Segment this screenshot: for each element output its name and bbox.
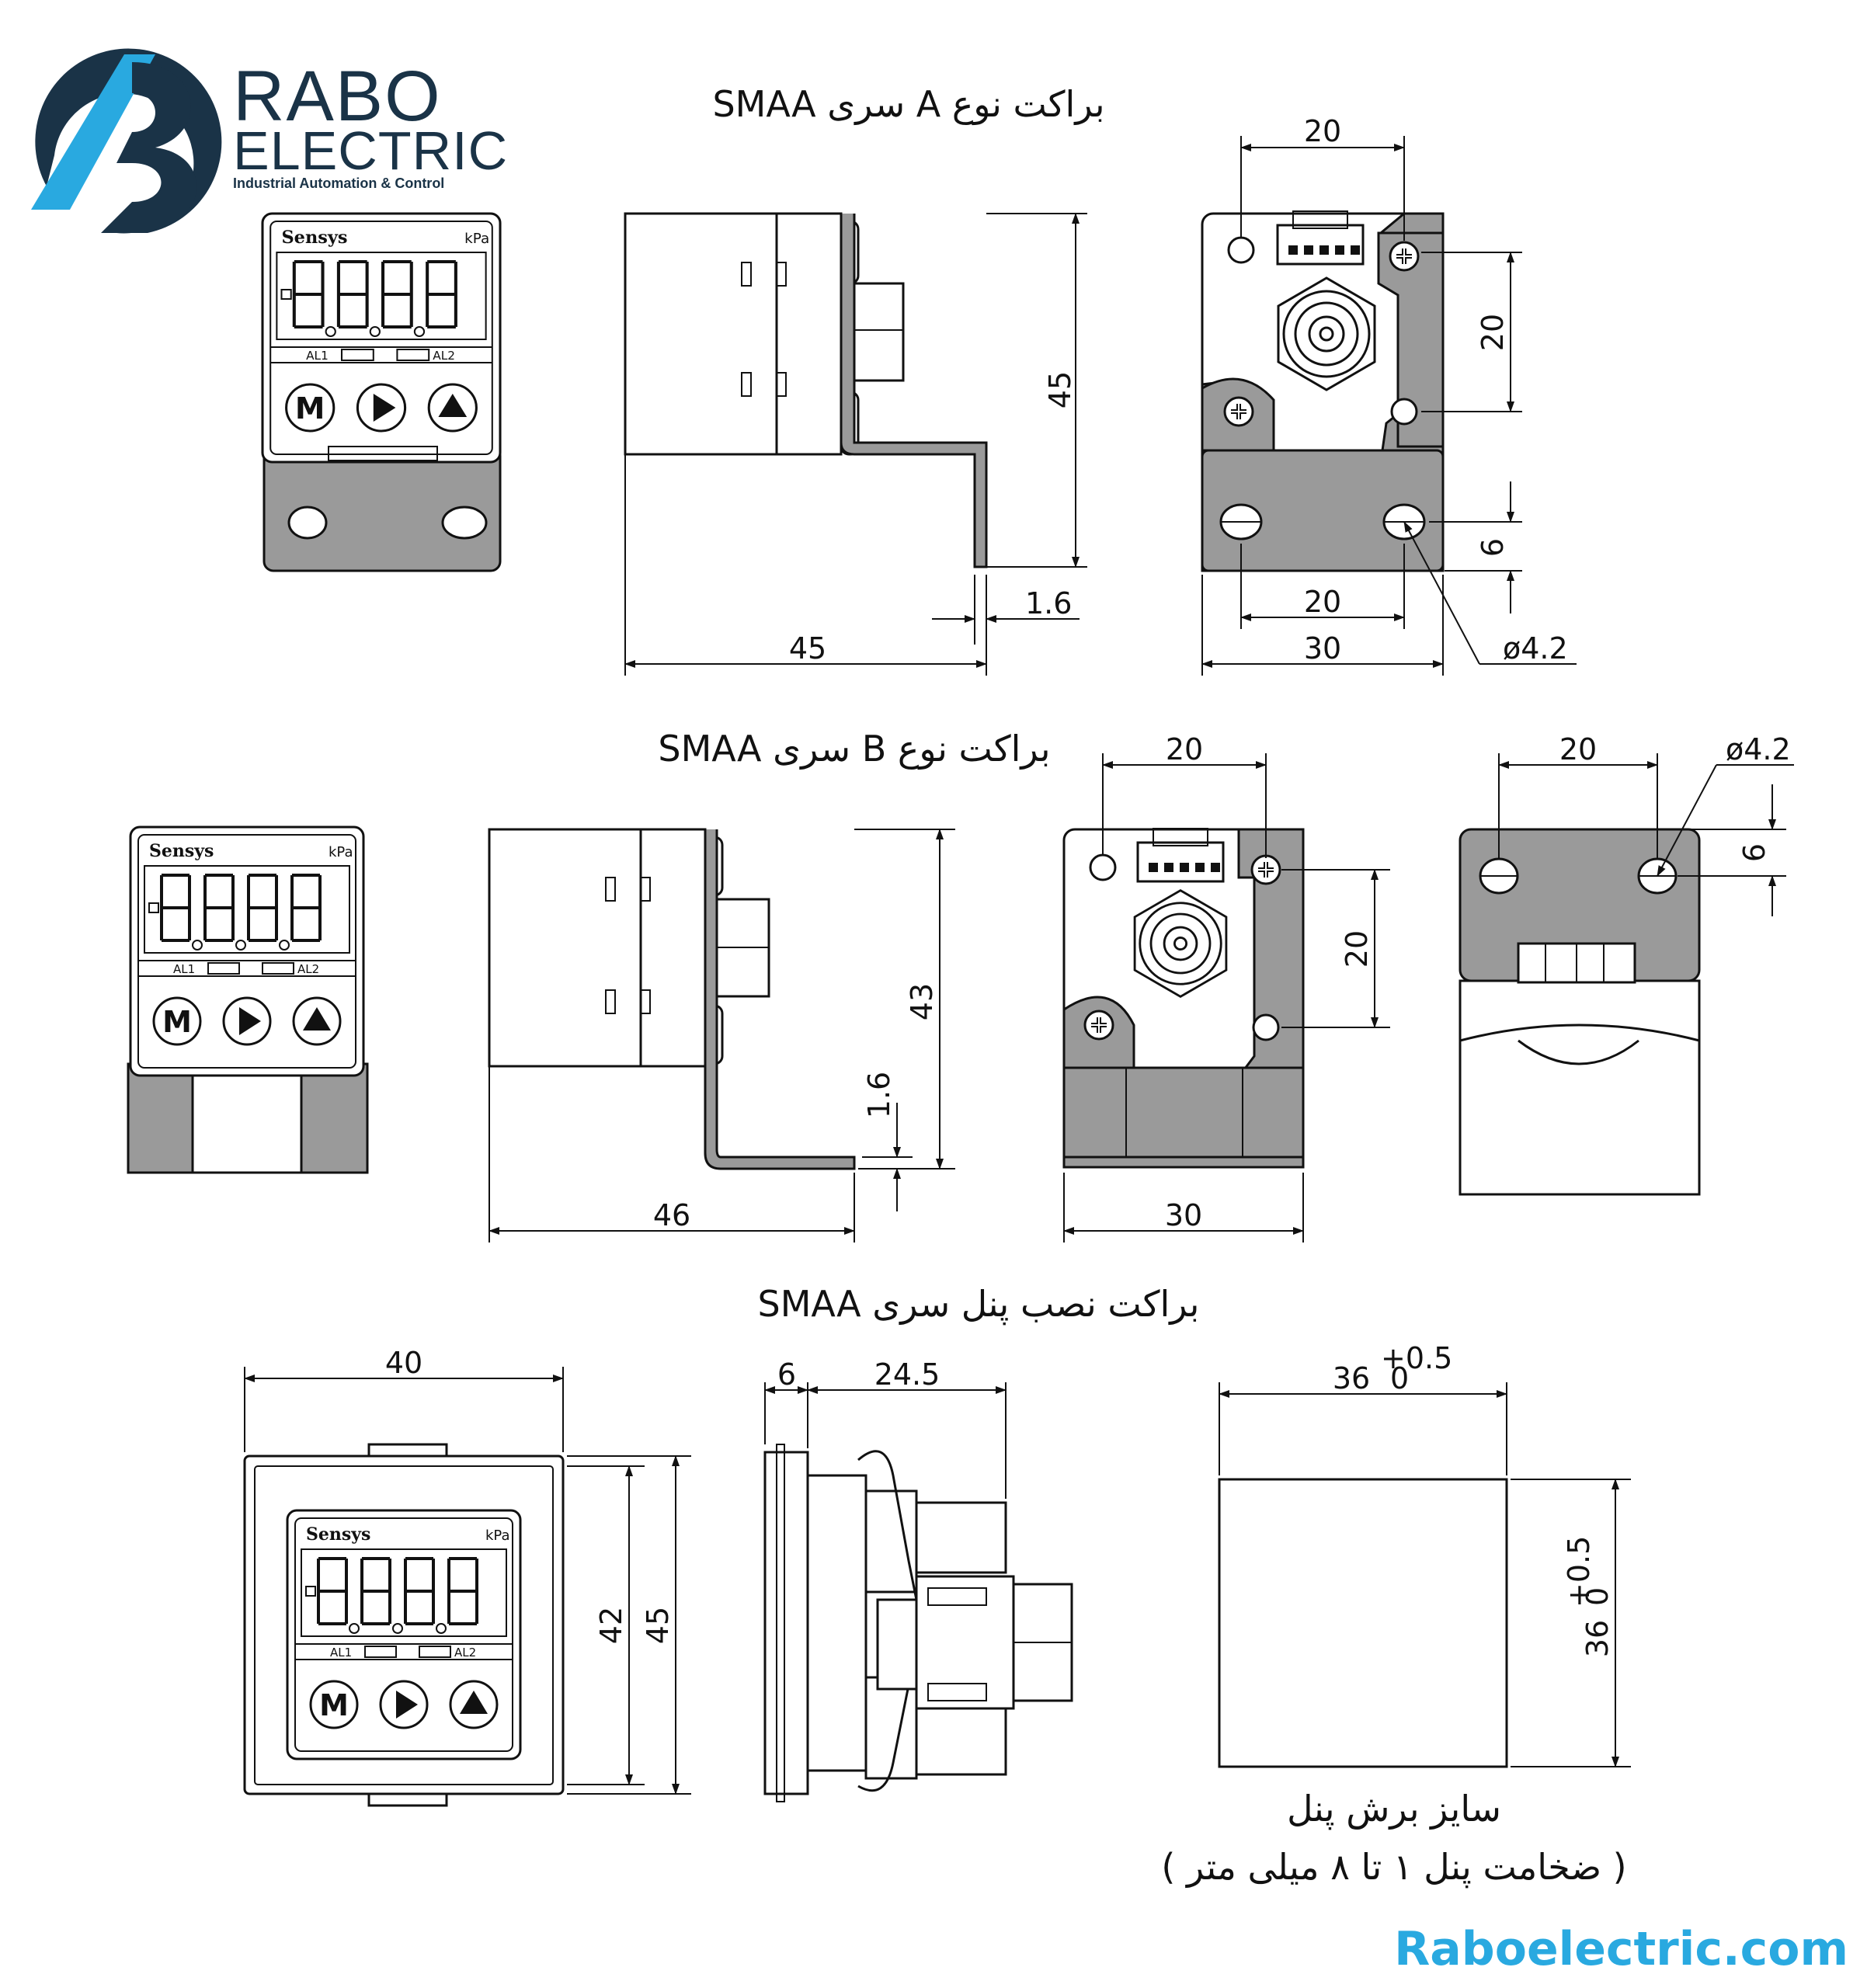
section-panel-title: براکت نصب پنل سری SMAA [758,1283,1200,1326]
panel-front-height: 45 [641,1607,675,1644]
device-alarm2: AL2 [433,349,455,363]
b-bracket-view: 20 ø4.2 6 [1459,732,1794,1196]
a-side-height: 45 [1043,371,1077,408]
a-back-hole-v: 6 [1476,538,1510,557]
panel-side-front-depth: 6 [777,1357,796,1392]
panel-cutout-label: سایز برش پنل [1287,1788,1501,1830]
b-back-top: 20 [1166,732,1203,766]
panel-side-depth: 24.5 [874,1357,940,1392]
logo-tagline: Industrial Automation & Control [233,176,444,191]
device-alarm1: AL1 [173,962,195,976]
device-maker: Sensys [149,841,214,861]
logo-name-top: RABO [233,57,442,136]
b-bracket-hole-dia: ø4.2 [1726,732,1791,766]
panel-cutout-height-tol-upper: +0.5 [1562,1536,1596,1607]
device-key-mode: M [319,1688,349,1722]
b-back-view: 20 20 30 [1062,732,1390,1242]
a-side-thickness: 1.6 [1025,586,1072,620]
panel-cutout-width-tol-upper: +0.5 [1381,1341,1452,1375]
a-side-width: 45 [789,631,826,666]
section-b-title: براکت نوع B سری SMAA [658,728,1050,770]
device-unit: kPa [485,1527,510,1544]
panel-front-inner-height: 42 [594,1607,628,1644]
section-a-title: براکت نوع A سری SMAA [712,83,1104,126]
device-alarm1: AL1 [306,349,329,363]
b-side-view: 43 1.6 46 [488,828,955,1242]
device-alarm1: AL1 [330,1646,352,1660]
panel-cutout-width-value: 36 [1333,1361,1370,1395]
rabo-electric-logo: RABO ELECTRIC Industrial Automation & Co… [31,48,508,234]
device-unit: kPa [329,844,353,860]
b-back-right: 20 [1340,930,1374,968]
b-bracket-span: 20 [1559,732,1597,766]
b-side-height: 43 [905,983,939,1020]
panel-cutout-width-tol-lower: 0 [1390,1361,1409,1395]
a-side-view: 45 45 1.6 [624,212,1087,676]
b-side-width: 46 [653,1198,690,1232]
device-key-mode: M [295,391,325,426]
b-bracket-hole-v: 6 [1737,843,1771,862]
website-link[interactable]: Raboelectric.com [1394,1922,1848,1976]
a-back-width: 30 [1304,631,1341,666]
b-side-thickness: 1.6 [862,1072,896,1118]
a-back-top: 20 [1304,114,1341,148]
device-alarm2: AL2 [454,1646,476,1660]
panel-side-view: 6 24.5 [763,1357,1073,1802]
device-key-mode: M [162,1005,192,1039]
a-back-hole-span: 20 [1304,585,1341,619]
panel-cutout-height-tol-lower: 0 [1580,1587,1615,1606]
logo-name-bottom: ELECTRIC [233,120,508,181]
panel-cutout-view: 36 +0.5 0 36 +0.5 0 سایز برش پنل ( ضخامت… [1161,1341,1631,1889]
b-back-width: 30 [1165,1198,1202,1232]
a-back-view: 20 20 6 20 30 ø4.2 [1201,114,1577,676]
device-maker: Sensys [306,1524,370,1545]
b-front-view [127,825,369,1174]
panel-front-view: 40 42 45 [243,1346,691,1807]
device-alarm2: AL2 [297,962,319,976]
panel-front-width: 40 [385,1346,422,1380]
a-back-hole-dia: ø4.2 [1503,631,1568,666]
device-maker: Sensys [281,228,347,248]
panel-thickness-note: ( ضخامت پنل ۱ تا ۸ میلی متر ) [1161,1846,1626,1889]
panel-cutout-height-value: 36 [1580,1620,1615,1657]
a-front-view [262,214,500,572]
device-unit: kPa [464,231,489,247]
a-back-right: 20 [1476,314,1510,351]
